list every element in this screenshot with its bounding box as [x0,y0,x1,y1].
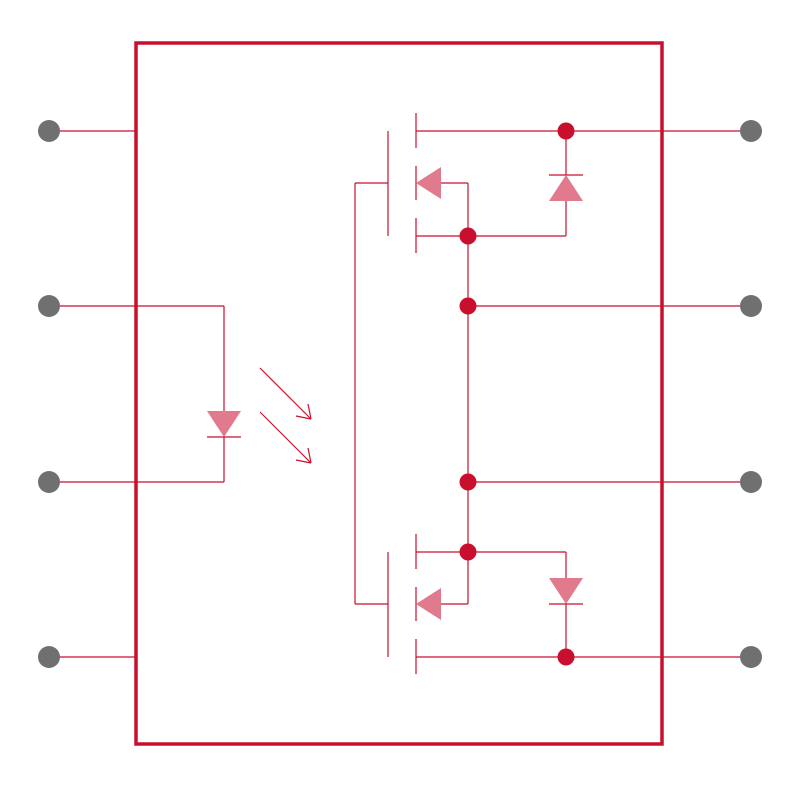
light-arrows [259,367,312,464]
pin-4[interactable] [38,646,60,668]
pin-7[interactable] [740,295,762,317]
junction-dot [459,227,477,245]
pin-3[interactable] [38,471,60,493]
lower-mosfet-arrow [416,588,441,620]
junction-dot [459,543,477,561]
pin-6[interactable] [740,471,762,493]
input-led [207,306,241,482]
junction-dot [557,648,575,666]
upper-mosfet [387,113,566,253]
upper-body-diode [468,131,583,237]
upper-diode-triangle [549,175,583,201]
pin-8[interactable] [740,120,762,142]
lower-mosfet [387,534,566,674]
junction-dot [459,297,477,315]
junction-dot [459,473,477,491]
pin-dots [38,120,762,668]
junction-dot [557,122,575,140]
left-pin-leads [49,130,224,658]
upper-mosfet-arrow [416,167,441,199]
right-pin-leads [468,130,751,658]
lower-body-diode [549,552,583,657]
lower-diode-triangle [549,578,583,604]
junctions [459,122,575,666]
pin-5[interactable] [740,646,762,668]
pin-2[interactable] [38,295,60,317]
component-body-outline [134,41,664,746]
pin-1[interactable] [38,120,60,142]
led-triangle [207,411,241,437]
gate-connection [354,182,388,605]
